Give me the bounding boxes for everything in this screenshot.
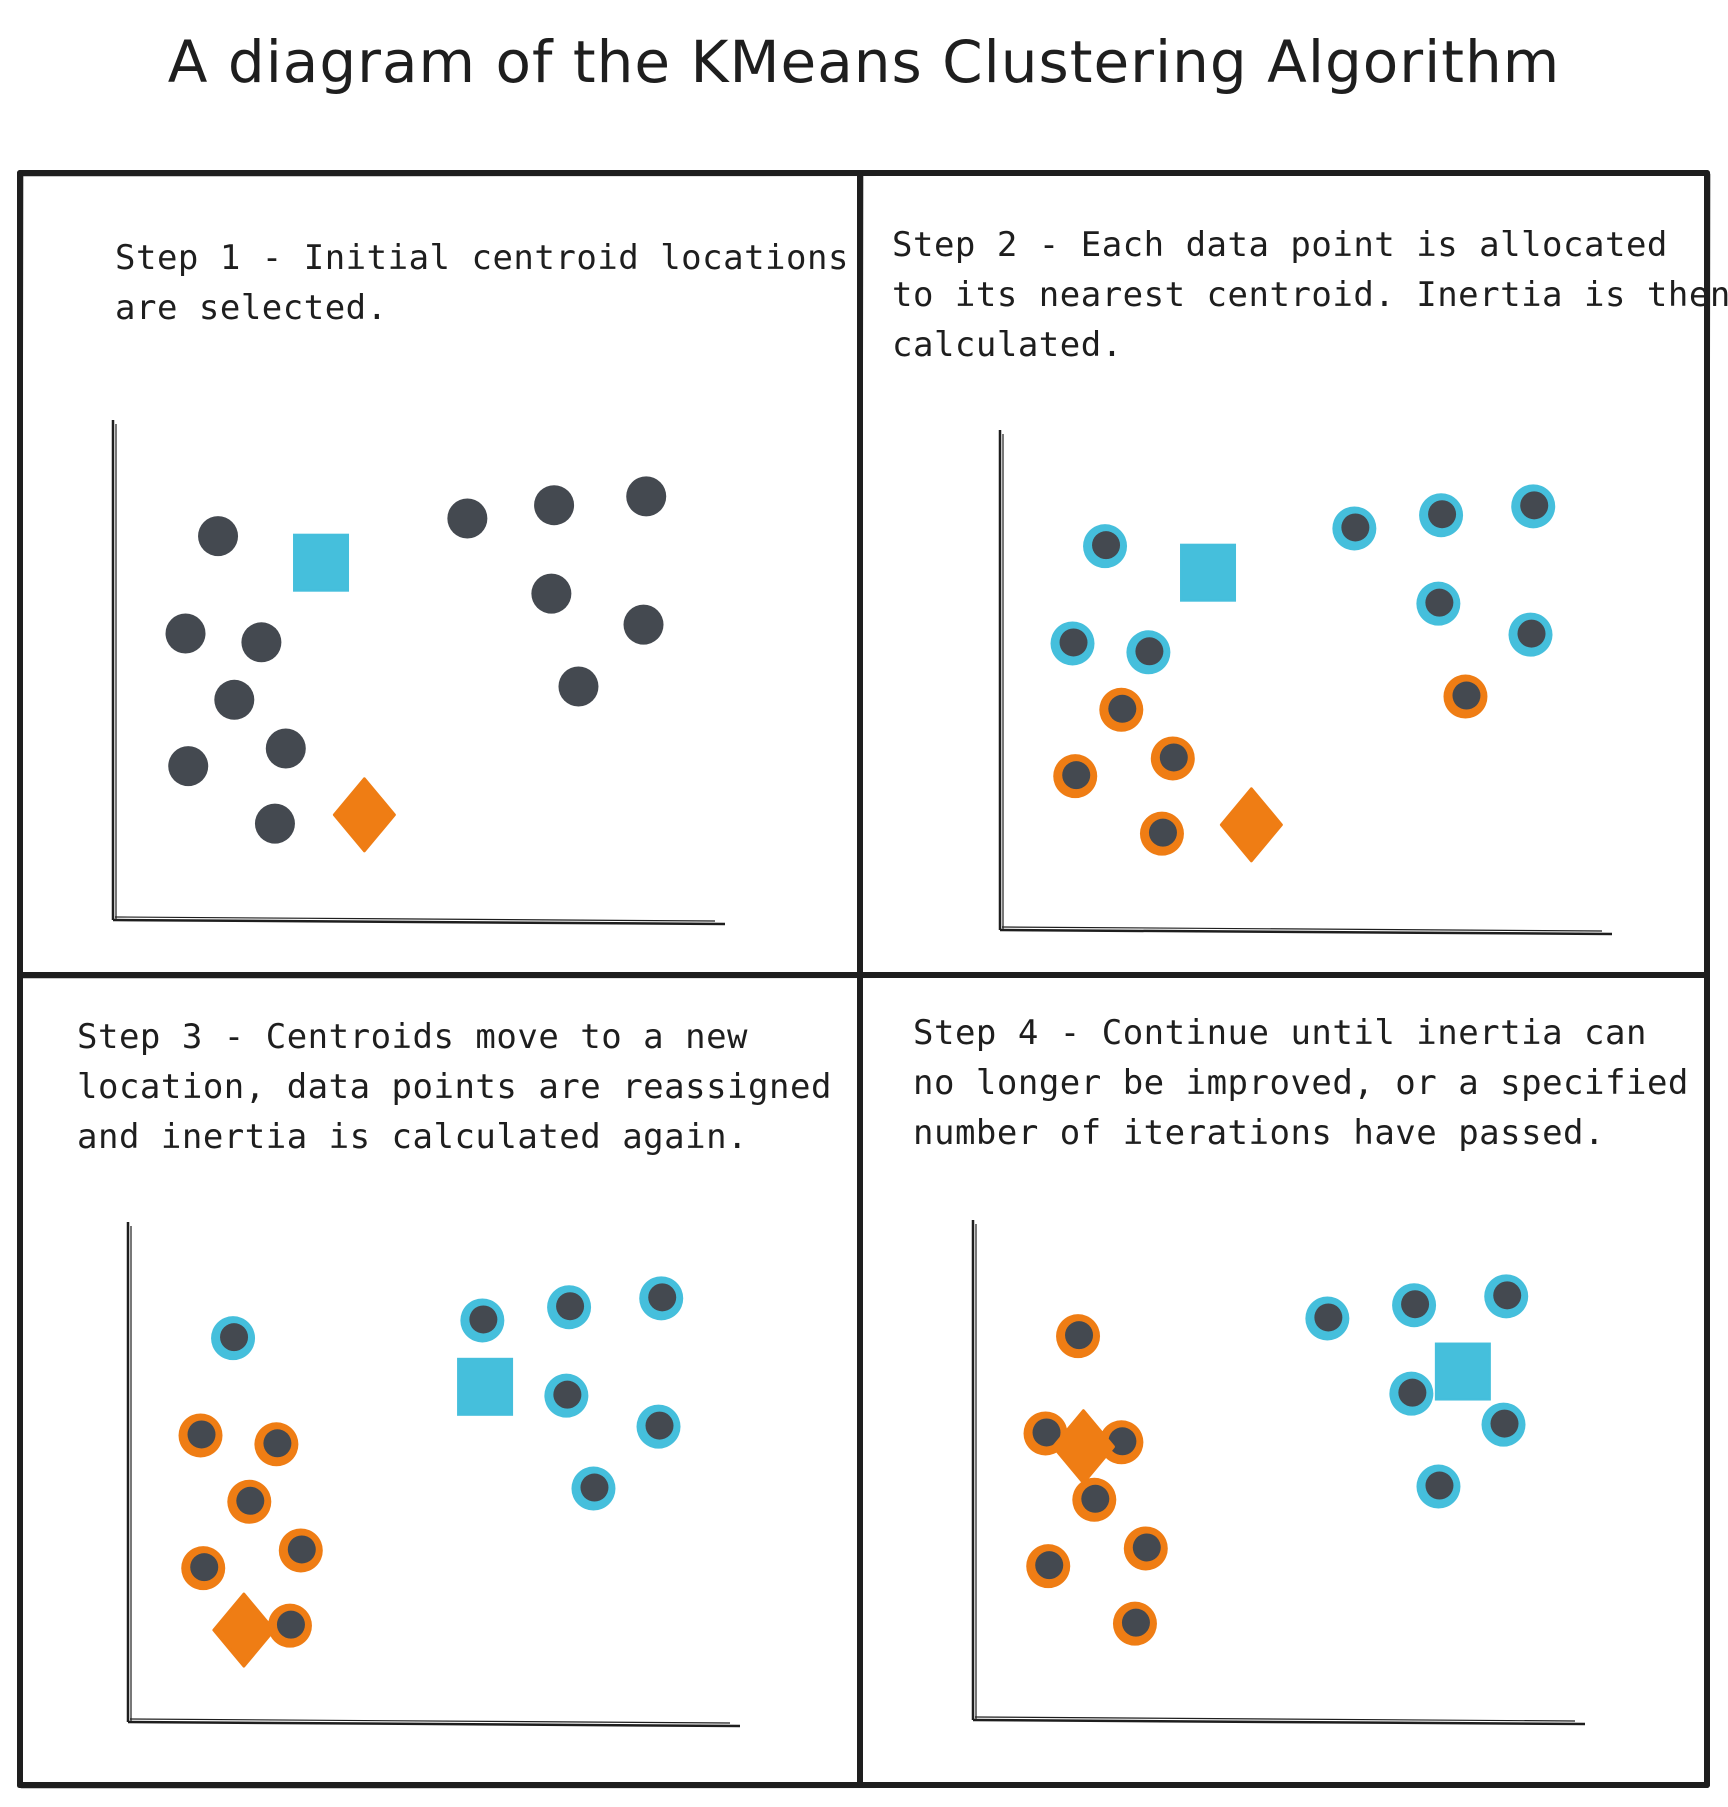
caption-line: calculated. (892, 325, 1123, 365)
data-point (1062, 761, 1091, 790)
frame-divider-vertical (857, 172, 864, 1788)
data-point (1493, 1281, 1522, 1310)
data-point (531, 573, 572, 614)
data-point (168, 746, 209, 787)
data-point (1398, 1378, 1427, 1407)
caption-line: Step 1 - Initial centroid locations (115, 238, 849, 278)
data-point (1425, 1471, 1454, 1500)
caption-line: Step 2 - Each data point is allocated (892, 225, 1668, 265)
data-point (1425, 588, 1454, 617)
caption-line: number of iterations have passed. (913, 1113, 1606, 1153)
data-point (263, 1429, 292, 1458)
frame-right (1704, 172, 1711, 1788)
caption-line: to its nearest centroid. Inertia is then (892, 275, 1728, 315)
data-point (580, 1473, 609, 1502)
x-axis (974, 1716, 1576, 1722)
data-point (623, 604, 664, 645)
caption-line: no longer be improved, or a specified (913, 1063, 1689, 1103)
data-point (1341, 513, 1370, 542)
x-axis (127, 1720, 741, 1728)
data-point (220, 1323, 249, 1352)
caption-line: location, data points are reassigned (77, 1067, 832, 1107)
centroid-square (1180, 543, 1237, 602)
centroid-diamond (212, 1592, 276, 1668)
x-axis (129, 1718, 731, 1724)
frame-divider-horizontal (19, 974, 1708, 979)
data-point (645, 1411, 674, 1440)
data-point (1132, 1533, 1161, 1562)
data-point (1148, 818, 1177, 847)
data-point (556, 1292, 585, 1321)
x-axis (112, 918, 726, 926)
data-point (1092, 531, 1121, 560)
frame-top (19, 172, 1708, 177)
data-point (553, 1380, 582, 1409)
x-axis (114, 916, 716, 922)
data-point (1032, 1418, 1061, 1447)
data-point (1517, 619, 1546, 648)
data-point (1314, 1303, 1343, 1332)
data-point (648, 1283, 677, 1312)
data-point (1490, 1409, 1519, 1438)
data-point (447, 498, 488, 539)
centroid-square (293, 533, 350, 592)
data-point (1121, 1608, 1150, 1637)
caption-line: are selected. (115, 288, 388, 328)
data-point (1035, 1551, 1064, 1580)
data-point (1108, 1427, 1137, 1456)
step-1-caption: Step 1 - Initial centroid locations are … (115, 233, 849, 333)
data-point (558, 666, 599, 707)
data-point (1081, 1484, 1110, 1513)
data-point (190, 1553, 219, 1582)
data-point (1452, 681, 1481, 710)
data-point (1159, 743, 1188, 772)
data-point (187, 1420, 216, 1449)
data-point (165, 613, 206, 654)
data-point (1428, 500, 1457, 529)
page-title: A diagram of the KMeans Clustering Algor… (167, 28, 1561, 96)
caption-line: and inertia is calculated again. (77, 1117, 749, 1157)
data-point (1065, 1321, 1094, 1350)
data-point (236, 1486, 265, 1515)
x-axis (999, 928, 1613, 936)
data-point (1401, 1290, 1430, 1319)
data-point (241, 622, 282, 663)
caption-line: Step 4 - Continue until inertia can (913, 1013, 1647, 1053)
data-point (198, 516, 239, 557)
centroid-square (1434, 1342, 1491, 1401)
data-point (265, 728, 306, 769)
data-point (626, 476, 667, 517)
data-point (1135, 637, 1164, 666)
data-point (287, 1535, 316, 1564)
data-point (1108, 694, 1137, 723)
step-2-caption: Step 2 - Each data point is allocated to… (892, 220, 1728, 370)
frame-left (17, 172, 24, 1788)
data-point (534, 485, 575, 526)
x-axis (1001, 926, 1603, 932)
centroid-square (457, 1357, 514, 1416)
centroid-diamond (1051, 1409, 1115, 1485)
caption-line: Step 3 - Centroids move to a new (77, 1017, 749, 1057)
data-point (254, 803, 295, 844)
step-4-caption: Step 4 - Continue until inertia can no l… (913, 1008, 1689, 1158)
data-point (1520, 491, 1549, 520)
centroid-diamond (1219, 787, 1283, 863)
frame-bottom (19, 1784, 1708, 1789)
x-axis (972, 1718, 1586, 1726)
data-point (214, 679, 255, 720)
centroid-diamond (332, 777, 396, 853)
data-point (469, 1305, 498, 1334)
data-point (1059, 628, 1088, 657)
data-point (276, 1610, 305, 1639)
step-3-caption: Step 3 - Centroids move to a new locatio… (77, 1012, 832, 1162)
